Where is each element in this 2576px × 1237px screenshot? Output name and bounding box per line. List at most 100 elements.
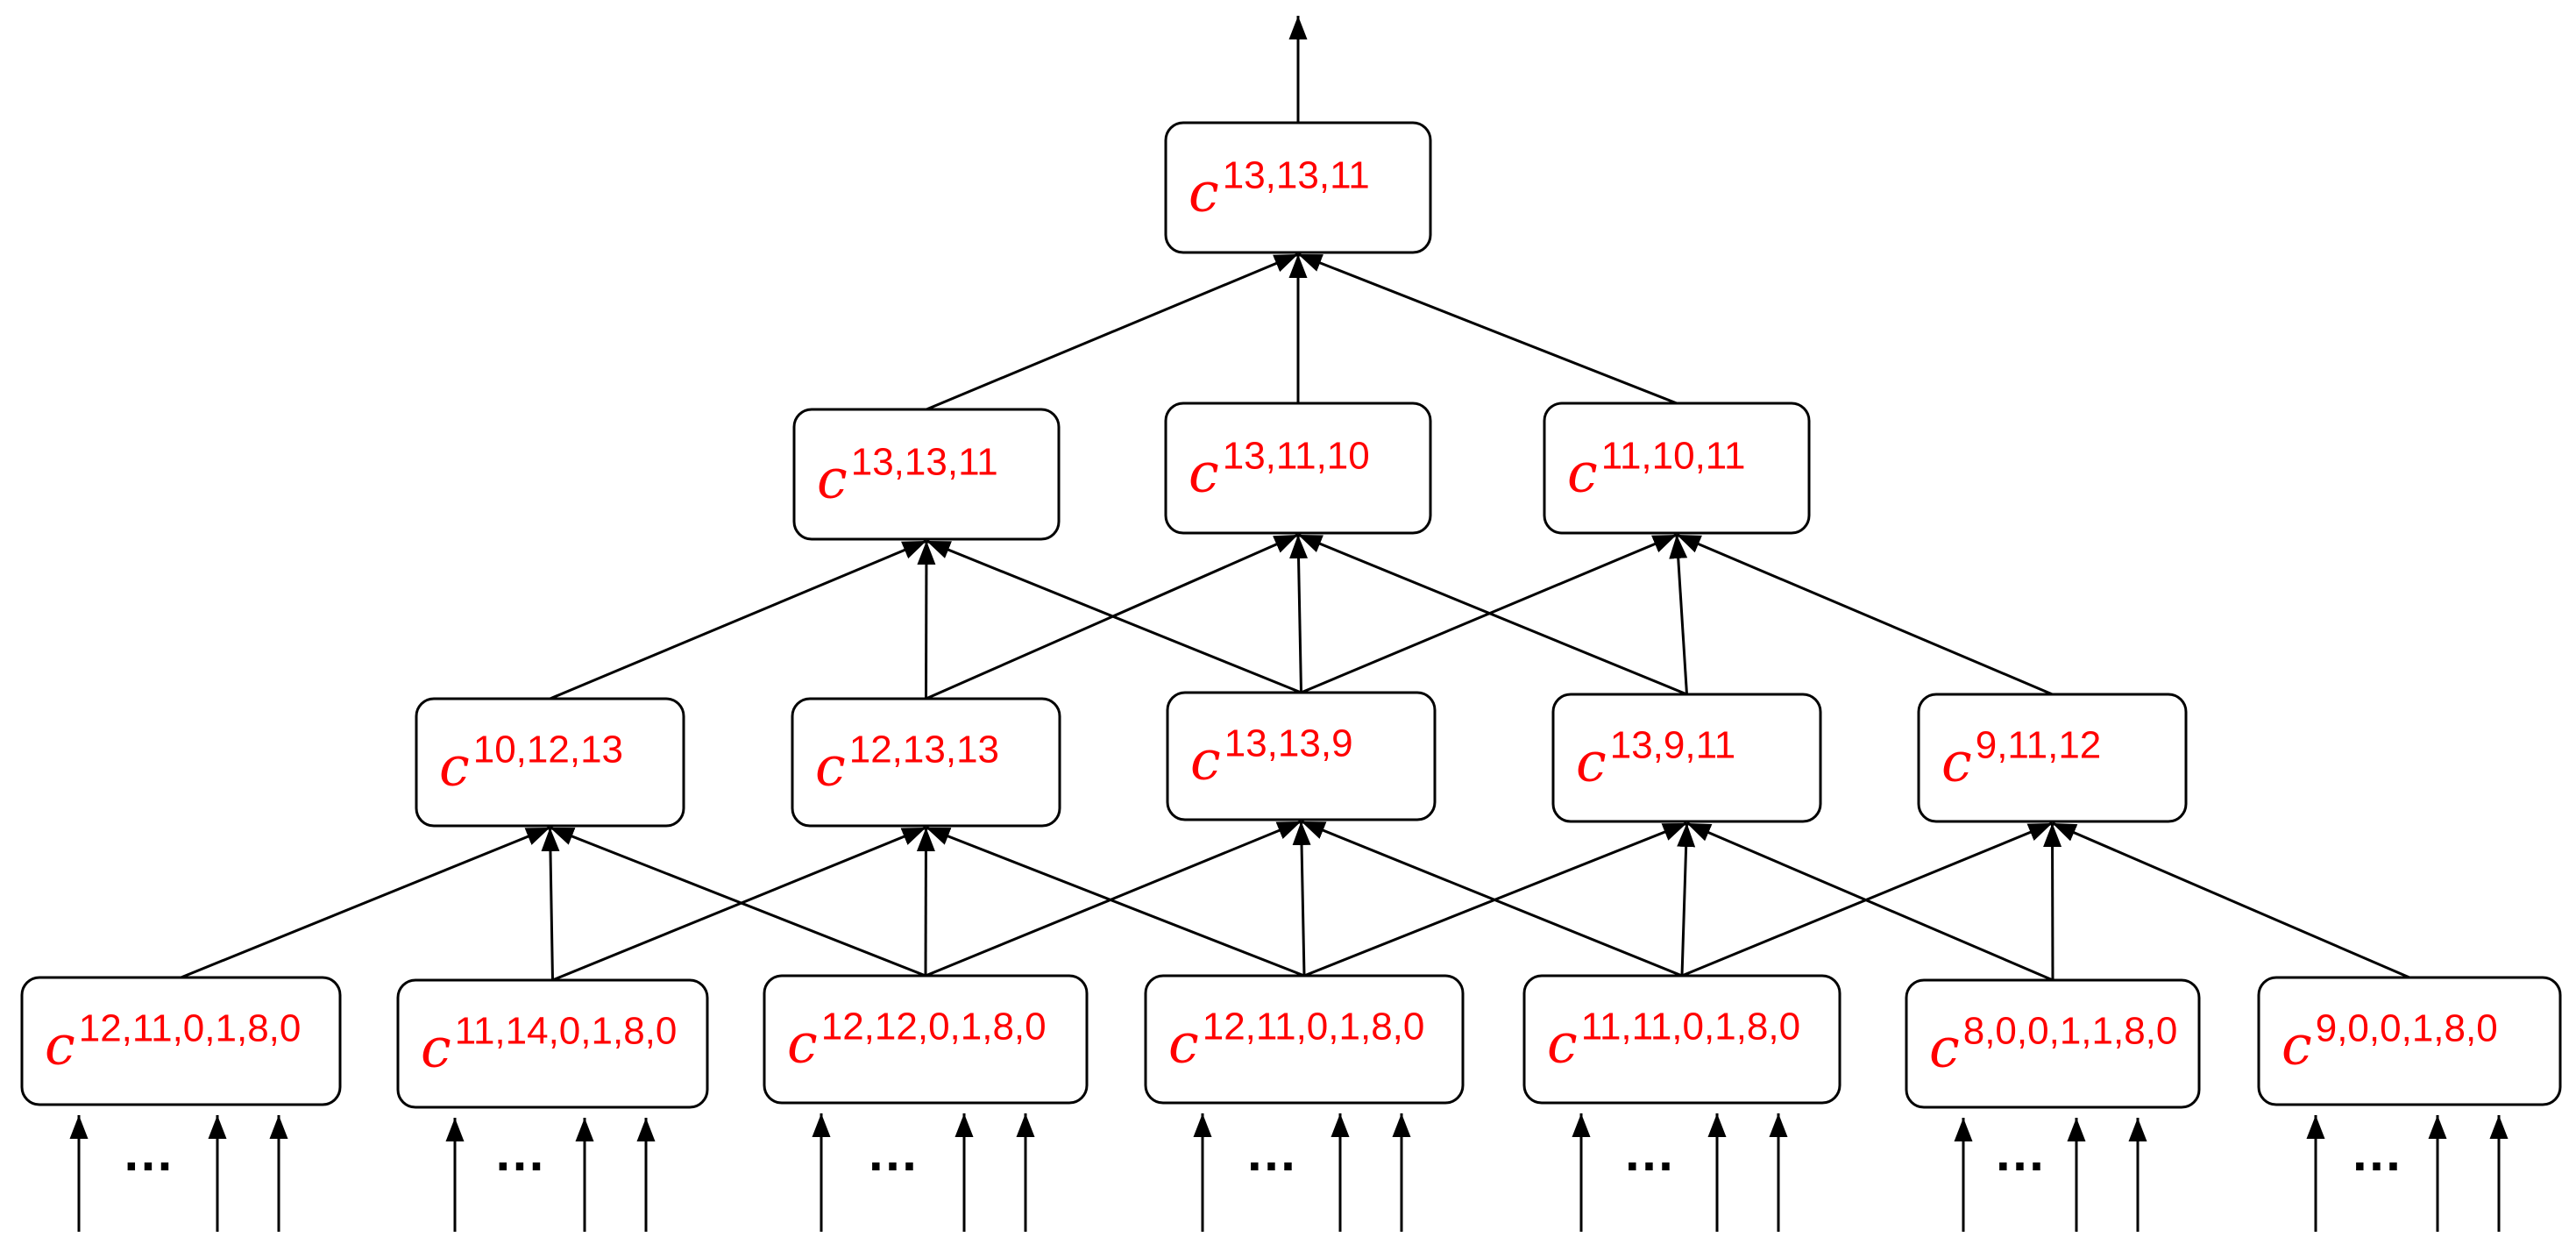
edge-l2c-to-l1c xyxy=(1300,533,1678,694)
edge-l2e-to-l1c xyxy=(1676,533,2054,696)
edge-l2d-to-l1c xyxy=(1669,534,1688,695)
edge-l2a-to-l1a xyxy=(549,539,927,700)
node-label-base: c xyxy=(1190,729,1221,793)
node-label-superscript: 12,12,0,1,8,0 xyxy=(821,1006,1047,1049)
edge-l2b-to-l1b xyxy=(925,533,1299,700)
node-box xyxy=(1164,121,1432,254)
input-arrows: … … … … … … … xyxy=(69,1113,2509,1232)
node-label-base: c xyxy=(1929,1016,1960,1080)
node-label-base: c xyxy=(815,735,846,799)
node-label: c12,11,0,1,8,0 xyxy=(45,1007,301,1077)
edges xyxy=(180,16,2410,982)
ellipsis-text: … xyxy=(1623,1123,1676,1182)
node-l3e: c11,11,0,1,8,0 xyxy=(1522,974,1842,1105)
node-label-superscript: 10,12,13 xyxy=(473,729,623,771)
node-label: c13,13,11 xyxy=(1189,154,1370,224)
node-label: c11,14,0,1,8,0 xyxy=(421,1010,677,1080)
node-label-base: c xyxy=(439,735,470,799)
node-l1a: c13,13,11 xyxy=(792,408,1061,541)
node-label-superscript: 13,11,10 xyxy=(1223,435,1370,478)
node-label-superscript: 9,0,0,1,8,0 xyxy=(2316,1007,2498,1050)
node-box xyxy=(20,976,342,1106)
node-l2c: c13,13,9 xyxy=(1166,691,1437,821)
node-box xyxy=(1166,691,1437,821)
node-label: c11,11,0,1,8,0 xyxy=(1547,1006,1800,1076)
node-box xyxy=(1905,978,2201,1109)
node-label-base: c xyxy=(1189,160,1219,224)
node-l3c: c12,12,0,1,8,0 xyxy=(763,974,1089,1105)
edge-l3d-to-l2b xyxy=(925,826,1305,978)
node-l3b: c11,14,0,1,8,0 xyxy=(396,978,709,1109)
node-l3f: c8,0,0,1,1,8,0 xyxy=(1905,978,2201,1109)
node-label: c12,12,0,1,8,0 xyxy=(787,1006,1047,1076)
edge-l2d-to-l1b xyxy=(1297,533,1688,696)
ellipsis-text: … xyxy=(493,1123,546,1182)
edge-l3c-to-l2c xyxy=(925,820,1302,978)
ellipsis-text: … xyxy=(2351,1123,2403,1182)
node-box xyxy=(1551,693,1822,823)
edge-l2b-to-l1a xyxy=(917,540,936,700)
node-l1b: c13,11,10 xyxy=(1164,402,1432,535)
node-box xyxy=(791,697,1061,828)
edge-l1c-to-top xyxy=(1297,252,1678,405)
node-label-superscript: 13,9,11 xyxy=(1610,724,1736,767)
edge-l3e-to-l2d xyxy=(1677,822,1696,977)
node-l3d: c12,11,0,1,8,0 xyxy=(1144,974,1465,1105)
node-l2a: c10,12,13 xyxy=(415,697,685,828)
edge-l3f-to-l2e xyxy=(2043,822,2062,981)
node-label: c8,0,0,1,1,8,0 xyxy=(1929,1010,2177,1080)
edge-l3f-to-l2d xyxy=(1685,821,2054,982)
node-box xyxy=(1522,974,1842,1105)
node-box xyxy=(1144,974,1465,1105)
node-label: c13,13,11 xyxy=(817,441,998,511)
node-box xyxy=(1917,693,2188,823)
node-l2b: c12,13,13 xyxy=(791,697,1061,828)
edge-l3e-to-l2c xyxy=(1300,820,1683,978)
node-label-superscript: 13,13,11 xyxy=(851,441,998,484)
edge-l3a-to-l2a xyxy=(180,826,551,979)
node-label-base: c xyxy=(1576,730,1607,794)
node-top: c13,13,11 xyxy=(1164,121,1432,254)
ellipsis-text: … xyxy=(867,1123,919,1182)
ellipsis-text: … xyxy=(1994,1123,2047,1182)
node-l2e: c9,11,12 xyxy=(1917,693,2188,823)
edge-l3d-to-l2d xyxy=(1303,821,1688,978)
node-label-superscript: 11,14,0,1,8,0 xyxy=(455,1010,678,1053)
node-label: c13,9,11 xyxy=(1576,724,1735,794)
node-box xyxy=(763,974,1089,1105)
node-label-base: c xyxy=(1941,730,1972,794)
edge-l3d-to-l2c xyxy=(1292,821,1311,977)
edge-l3g-to-l2e xyxy=(2051,821,2410,979)
node-box xyxy=(1543,402,1811,535)
node-label-superscript: 9,11,12 xyxy=(1976,724,2102,767)
node-label-superscript: 8,0,0,1,1,8,0 xyxy=(1963,1010,2178,1053)
node-label-base: c xyxy=(2281,1013,2312,1077)
node-label-base: c xyxy=(1547,1012,1578,1076)
node-l2d: c13,9,11 xyxy=(1551,693,1822,823)
node-l3g: c9,0,0,1,8,0 xyxy=(2257,976,2562,1106)
node-l1c: c11,10,11 xyxy=(1543,402,1811,535)
node-label-base: c xyxy=(45,1013,75,1077)
node-box xyxy=(1164,402,1432,535)
ellipsis-text: … xyxy=(122,1123,174,1182)
node-label-base: c xyxy=(1189,441,1219,505)
node-label: c13,11,10 xyxy=(1189,435,1370,505)
node-label-superscript: 13,13,11 xyxy=(1223,154,1370,197)
edge-l3c-to-l2a xyxy=(549,826,926,978)
node-label-superscript: 11,11,0,1,8,0 xyxy=(1581,1006,1800,1049)
node-label-base: c xyxy=(421,1016,451,1080)
ellipsis-text: … xyxy=(1245,1123,1298,1182)
node-box xyxy=(792,408,1061,541)
node-label-superscript: 11,10,11 xyxy=(1601,435,1746,478)
node-label-superscript: 13,13,9 xyxy=(1224,722,1353,765)
node-box xyxy=(396,978,709,1109)
node-label: c9,0,0,1,8,0 xyxy=(2281,1007,2498,1077)
node-label-superscript: 12,11,0,1,8,0 xyxy=(1203,1006,1425,1049)
node-label: c10,12,13 xyxy=(439,729,623,799)
node-label-base: c xyxy=(1567,441,1598,505)
node-label-superscript: 12,11,0,1,8,0 xyxy=(79,1007,302,1050)
node-label: c12,11,0,1,8,0 xyxy=(1168,1006,1424,1076)
edge-l3b-to-l2a xyxy=(541,827,560,981)
